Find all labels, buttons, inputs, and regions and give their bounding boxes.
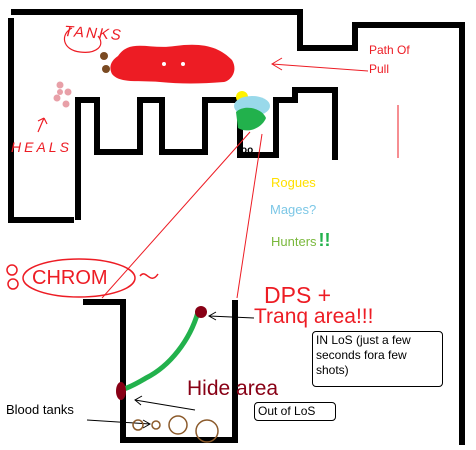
dps-squiggle: oo bbox=[241, 145, 253, 156]
blood-tanks-label: Blood tanks bbox=[6, 402, 74, 417]
tanks-label: TANKS bbox=[63, 22, 124, 45]
mages-label: Mages? bbox=[270, 202, 317, 217]
tanks-scribble bbox=[63, 27, 102, 53]
tranq-marker bbox=[195, 306, 207, 318]
path-of-pull-label: Path Of Pull bbox=[369, 43, 410, 76]
kite-path bbox=[118, 309, 201, 393]
tank-dot bbox=[102, 65, 110, 73]
tanks-red-blob bbox=[110, 44, 235, 84]
tranq-area-label: Tranq area!!! bbox=[254, 305, 374, 328]
heals-label: HEALS bbox=[11, 139, 72, 155]
chrom-marker bbox=[6, 258, 159, 298]
inner-wall-jagged bbox=[75, 87, 338, 220]
outer-wall-left bbox=[8, 18, 74, 223]
rogues-label: Rogues bbox=[271, 175, 316, 190]
hunters-text: Hunters bbox=[271, 234, 317, 249]
dps-cluster bbox=[234, 91, 270, 131]
blood-tanks-circles bbox=[132, 415, 219, 443]
heals-dots bbox=[53, 81, 72, 108]
in-los-note: IN LoS (just a few seconds fora few shot… bbox=[312, 331, 443, 387]
hide-area-walls bbox=[83, 299, 238, 443]
hide-area-label: Hide area bbox=[187, 377, 279, 400]
path-of-pull-arrow bbox=[271, 57, 399, 158]
dps-label: DPS + bbox=[264, 282, 332, 308]
tanks-blob bbox=[63, 27, 235, 84]
chrom-label: CHROM bbox=[32, 267, 108, 289]
out-of-los-note: Out of LoS bbox=[254, 402, 336, 421]
tanks-eye bbox=[162, 62, 166, 66]
hide-marker bbox=[116, 382, 126, 400]
hunters-exclaim: !! bbox=[318, 230, 331, 250]
dungeon-walls bbox=[8, 9, 465, 445]
outer-wall-top-right bbox=[11, 9, 465, 445]
pull-lines bbox=[101, 131, 263, 299]
pointer-arrows bbox=[86, 311, 255, 429]
tank-dot bbox=[100, 52, 108, 60]
heals-arrow bbox=[37, 117, 48, 133]
hunters-label: Hunters!! bbox=[271, 231, 331, 249]
tanks-eye bbox=[181, 62, 185, 66]
